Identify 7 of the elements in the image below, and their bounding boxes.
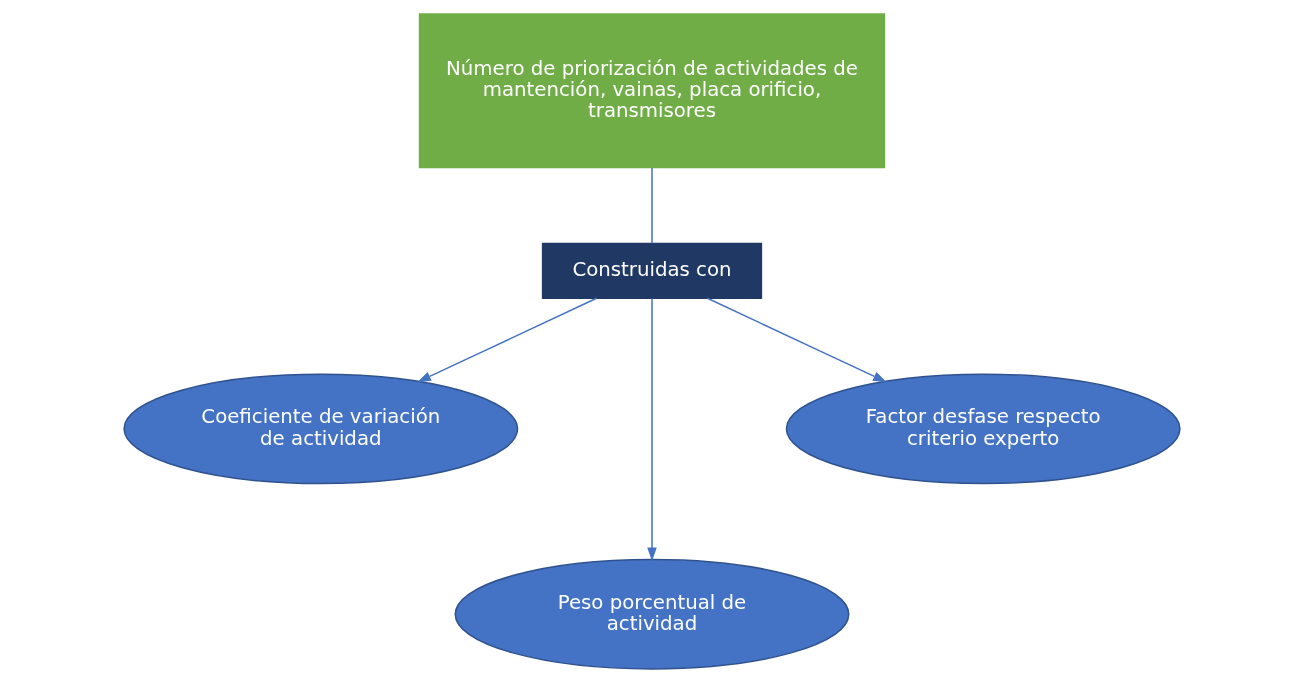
node-ellipse: Peso porcentual de actividad	[454, 558, 850, 670]
arrow	[706, 297, 887, 383]
arrow	[417, 297, 598, 383]
node-box: Número de priorización de actividades de mantención, vainas, placa orificio, transmisores	[418, 13, 886, 169]
connector	[651, 167, 653, 244]
node-box: Construidas con	[541, 242, 763, 299]
arrow	[647, 297, 657, 562]
